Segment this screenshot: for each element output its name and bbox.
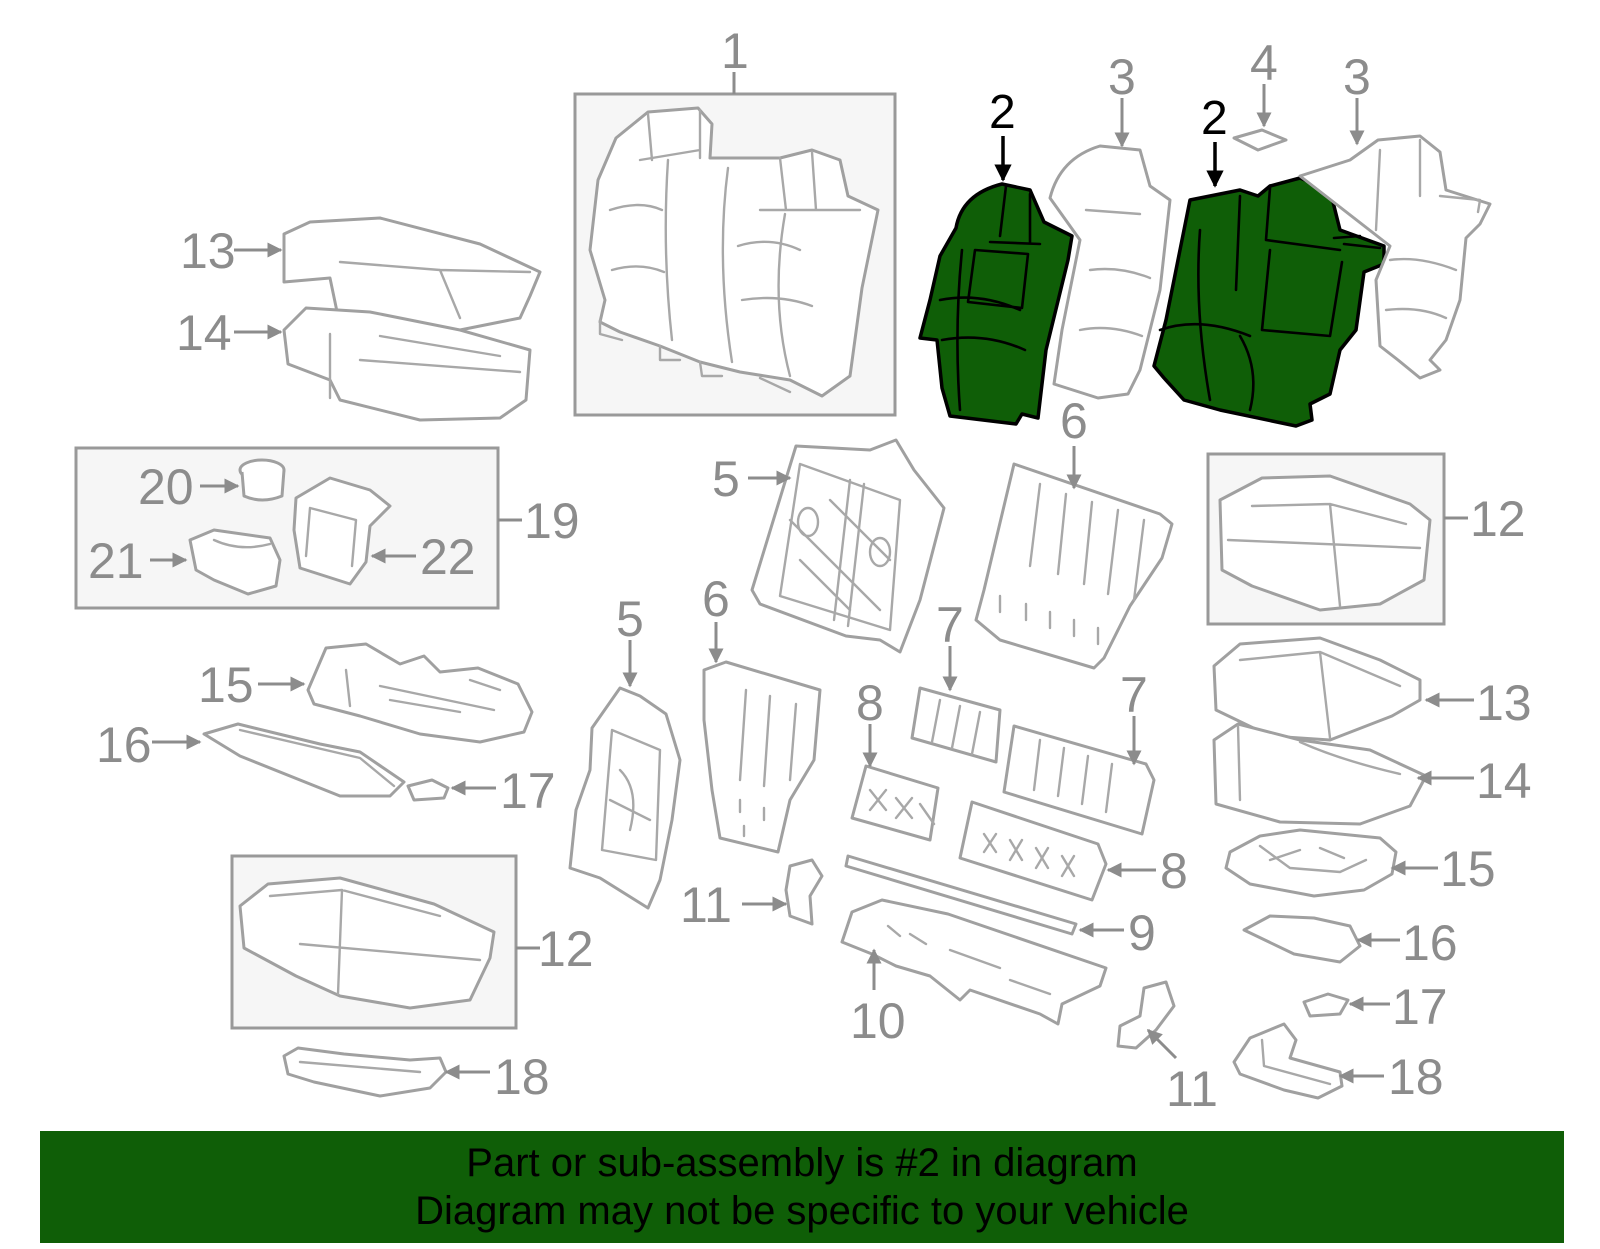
part-6-back-panel-lower[interactable]	[702, 660, 822, 854]
part-2-seat-back-frame-left[interactable]	[918, 182, 1074, 426]
banner-line-2: Diagram may not be specific to your vehi…	[415, 1189, 1189, 1233]
part-17-clip-left[interactable]	[406, 778, 450, 802]
part-3-seat-back-cover-left[interactable]	[1048, 144, 1172, 400]
callout-14-right: 14	[1476, 753, 1532, 809]
part-21-cupholder-insert[interactable]	[188, 528, 282, 596]
part-7-lumbar-panel-a[interactable]	[910, 686, 1002, 764]
part-17-clip-right[interactable]	[1302, 992, 1350, 1018]
callout-6-upper: 6	[1060, 393, 1088, 449]
callout-4: 4	[1250, 35, 1278, 91]
callout-17-right: 17	[1392, 979, 1448, 1035]
callout-5-upper: 5	[712, 451, 740, 507]
callout-6-lower: 6	[702, 571, 730, 627]
callout-9: 9	[1128, 905, 1156, 961]
part-15-cushion-frame-left[interactable]	[306, 642, 534, 744]
part-7-lumbar-panel-b[interactable]	[1002, 724, 1156, 836]
callout-16-left: 16	[96, 717, 152, 773]
part-12-seat-cushion-right[interactable]	[1218, 474, 1432, 612]
callout-16-right: 16	[1402, 915, 1458, 971]
assembly-box-19	[74, 446, 500, 610]
part-13-cushion-cover-left[interactable]	[282, 216, 542, 340]
part-6-back-panel-upper[interactable]	[974, 462, 1174, 670]
callout-14-left: 14	[176, 305, 232, 361]
part-18-trim-rail-left[interactable]	[282, 1046, 448, 1098]
callout-20: 20	[138, 459, 194, 515]
part-20-cup-ring[interactable]	[238, 458, 286, 502]
callout-8-a: 8	[856, 675, 884, 731]
part-18-trim-rail-right[interactable]	[1232, 1022, 1344, 1100]
callout-15-left: 15	[198, 657, 254, 713]
callout-7-a: 7	[936, 597, 964, 653]
callout-3-left: 3	[1108, 49, 1136, 105]
part-9-rod[interactable]	[844, 854, 1078, 936]
callout-2-right: 2	[1201, 92, 1228, 145]
part-14-cushion-pad-left[interactable]	[282, 306, 532, 422]
banner-line-1: Part or sub-assembly is #2 in diagram	[466, 1141, 1138, 1185]
part-22-console-bin[interactable]	[292, 476, 392, 586]
callout-12-left: 12	[538, 921, 594, 977]
part-14-cushion-pad-right[interactable]	[1212, 722, 1428, 826]
part-2-seat-back-frame-right[interactable]	[1152, 176, 1386, 428]
callout-7-b: 7	[1120, 667, 1148, 723]
part-8-spring-pad-b[interactable]	[958, 800, 1108, 902]
part-8-spring-pad-a[interactable]	[850, 764, 940, 842]
callout-8-b: 8	[1160, 843, 1188, 899]
part-5-seat-back-frame-upper[interactable]	[750, 438, 946, 654]
part-11-hook-left[interactable]	[784, 858, 824, 926]
callout-3-right: 3	[1343, 49, 1371, 105]
callout-22: 22	[420, 529, 476, 585]
part-5-seat-back-frame-lower[interactable]	[568, 686, 682, 910]
part-16-cushion-pan-left[interactable]	[202, 722, 406, 798]
callout-13-left: 13	[180, 223, 236, 279]
callout-18-left: 18	[494, 1049, 550, 1105]
part-3-seat-back-cover-right[interactable]	[1298, 134, 1492, 380]
callout-10: 10	[850, 993, 906, 1049]
callout-11-left: 11	[680, 877, 732, 933]
part-15-cushion-frame-right[interactable]	[1224, 828, 1398, 898]
callout-18-right: 18	[1388, 1049, 1444, 1105]
info-banner: Part or sub-assembly is #2 in diagram Di…	[40, 1131, 1564, 1243]
callout-12-right: 12	[1470, 491, 1526, 547]
callout-13-right: 13	[1476, 675, 1532, 731]
callout-21: 21	[88, 533, 144, 589]
part-4-clip[interactable]	[1232, 128, 1288, 152]
callout-11-right: 11	[1166, 1061, 1218, 1117]
part-16-cushion-pan-right[interactable]	[1242, 914, 1362, 964]
callout-17-left: 17	[500, 763, 556, 819]
part-12-seat-cushion-left[interactable]	[238, 876, 496, 1010]
part-11-hook-right[interactable]	[1116, 980, 1176, 1050]
callout-19: 19	[524, 493, 580, 549]
callout-2-left: 2	[989, 86, 1016, 139]
callout-1: 1	[721, 23, 749, 79]
callout-15-right: 15	[1440, 841, 1496, 897]
callout-5-lower: 5	[616, 591, 644, 647]
part-1-seat-back-assembly[interactable]	[588, 106, 880, 398]
